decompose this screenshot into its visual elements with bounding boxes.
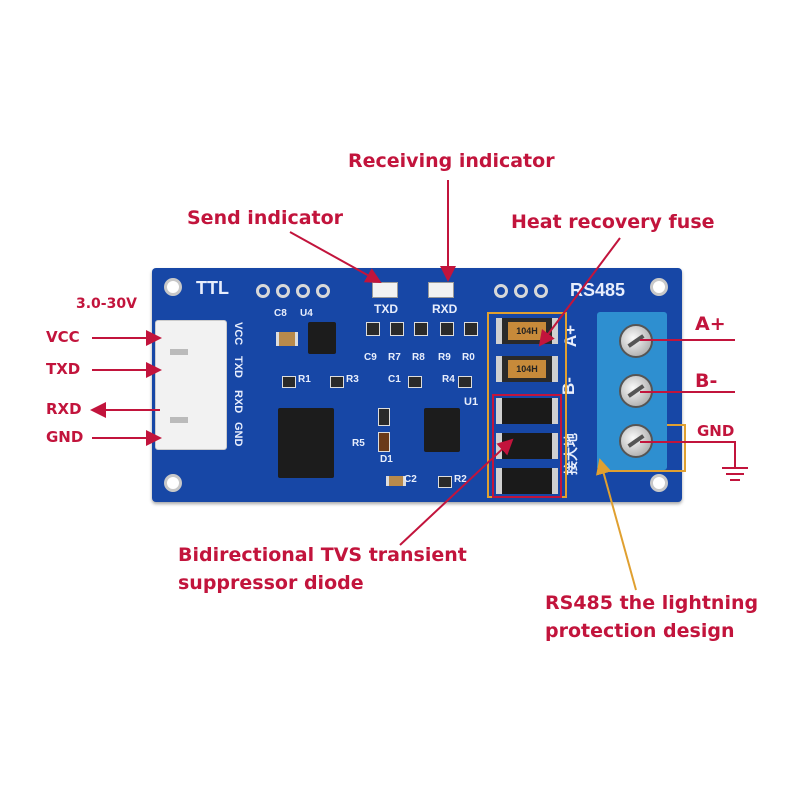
rs485-transceiver-u1: [424, 408, 460, 452]
silk-r7: R7: [388, 352, 401, 363]
silk-r3: R3: [346, 374, 359, 385]
label-voltage: 3.0-30V: [76, 296, 137, 312]
screw-gnd: [619, 424, 653, 458]
label-b-minus: B-: [695, 370, 718, 392]
label-tvs-line1: Bidirectional TVS transient: [178, 544, 467, 566]
tvs-highlight-box: [492, 394, 562, 498]
mounting-hole: [650, 278, 668, 296]
silk-r2: R2: [454, 474, 467, 485]
diode-d1: [378, 432, 390, 452]
label-out-gnd: GND: [697, 422, 735, 440]
header-pad: [534, 284, 548, 298]
silk-ttl: TTL: [196, 278, 229, 298]
silk-c1: C1: [388, 374, 401, 385]
resistor: [390, 322, 404, 336]
header-pad: [494, 284, 508, 298]
txd-led: [372, 282, 398, 298]
tvs-diode: [496, 468, 558, 494]
resistor: [366, 322, 380, 336]
isolator-chip: [278, 408, 334, 478]
fuse-code: 104H: [508, 360, 546, 378]
silk-r5: R5: [352, 438, 365, 449]
label-send-indicator: Send indicator: [187, 207, 344, 229]
regulator-u4: [308, 322, 336, 354]
fuse-code: 104H: [508, 322, 546, 340]
mounting-hole: [164, 278, 182, 296]
pcb-board: TTL RS485 TXD RXD U4 C8 C9 R7 R8 R9 R0 R…: [152, 268, 682, 502]
arrow-fuse: [538, 237, 621, 347]
capacitor-c8: [276, 332, 298, 346]
label-a-plus: A+: [695, 313, 726, 335]
resistor: [440, 322, 454, 336]
silk-r9: R9: [438, 352, 451, 363]
resistor-r5: [378, 408, 390, 426]
silk-r4: R4: [442, 374, 455, 385]
silk-r0: R0: [462, 352, 475, 363]
capacitor-c2: [386, 476, 406, 486]
silk-d1: D1: [380, 454, 393, 465]
header-pad: [276, 284, 290, 298]
silk-u1: U1: [464, 396, 479, 408]
fuse: 104H: [496, 318, 558, 344]
arrow-send: [289, 231, 382, 283]
arrow-lightning: [596, 458, 637, 591]
resistor: [282, 376, 296, 388]
mounting-hole: [164, 474, 182, 492]
label-heat-recovery-fuse: Heat recovery fuse: [511, 211, 715, 233]
silk-r8: R8: [412, 352, 425, 363]
resistor: [464, 322, 478, 336]
arrow-tvs: [399, 438, 514, 546]
silk-u4: U4: [300, 308, 313, 319]
label-rxd: RXD: [46, 400, 82, 418]
silk-c8: C8: [274, 308, 287, 319]
connector-pin: [170, 349, 188, 355]
capacitor: [408, 376, 422, 388]
resistor: [458, 376, 472, 388]
label-receiving-indicator: Receiving indicator: [348, 150, 555, 172]
line-gnd: [640, 441, 736, 468]
silk-r1: R1: [298, 374, 311, 385]
connector-pin: [170, 417, 188, 423]
mounting-hole: [650, 474, 668, 492]
header-pad: [514, 284, 528, 298]
label-tvs-line2: suppressor diode: [178, 572, 364, 594]
label-txd: TXD: [46, 360, 81, 378]
silk-txd: TXD: [374, 302, 398, 316]
label-lightning-line1: RS485 the lightning: [545, 592, 759, 614]
silk-c2: C2: [404, 474, 417, 485]
silk-c9: C9: [364, 352, 377, 363]
fuse: 104H: [496, 356, 558, 382]
silk-rxd: RXD: [432, 302, 458, 316]
resistor: [438, 476, 452, 488]
rxd-led: [428, 282, 454, 298]
header-pad: [256, 284, 270, 298]
tvs-diode: [496, 398, 558, 424]
label-gnd: GND: [46, 428, 84, 446]
header-pad: [316, 284, 330, 298]
label-vcc: VCC: [46, 328, 80, 346]
header-pad: [296, 284, 310, 298]
resistor: [330, 376, 344, 388]
label-lightning-line2: protection design: [545, 620, 735, 642]
ttl-connector: [155, 320, 227, 450]
resistor: [414, 322, 428, 336]
